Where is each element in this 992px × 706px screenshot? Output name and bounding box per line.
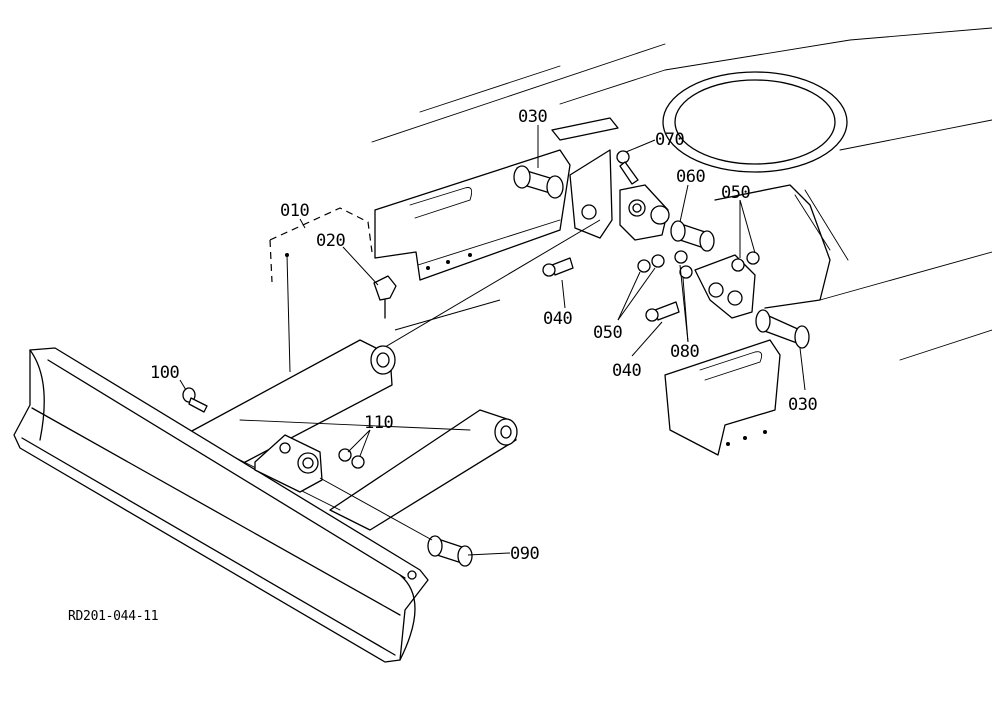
pin-030-top [513,165,564,199]
callout-labels: 010 020 030 070 060 050 040 050 080 040 … [68,107,818,624]
callout-020: 020 [316,231,345,251]
pin-030-right [755,309,810,349]
pin-090 [319,477,473,567]
bolt-040-mid [645,301,680,322]
callout-010: 010 [280,201,309,221]
bolt-070 [616,150,639,185]
grease-nipple-020 [373,275,397,319]
callout-090: 090 [510,544,539,564]
bolt-100 [182,387,208,413]
callout-030-right: 030 [788,395,817,415]
nuts-050-080 [637,250,760,279]
callout-080: 080 [670,342,699,362]
callout-070: 070 [655,130,684,150]
callout-060: 060 [676,167,705,187]
callout-050-right: 050 [721,183,750,203]
callout-110: 110 [364,413,393,433]
pin-060 [670,220,715,252]
callout-050-left: 050 [593,323,622,343]
callout-100: 100 [150,363,179,383]
callout-040-left: 040 [543,309,572,329]
reference-code: RD201-044-11 [68,609,158,624]
nuts-110 [338,448,365,469]
bolt-040-left [542,257,574,277]
center-pivot-bracket [254,434,323,493]
leader-lines [179,125,806,556]
callout-040-mid: 040 [612,361,641,381]
blade-frame-arms [189,207,601,531]
tractor-frame [371,27,992,456]
dozer-blade [13,347,429,663]
mounting-brackets [569,149,756,319]
callout-030-top: 030 [518,107,547,127]
